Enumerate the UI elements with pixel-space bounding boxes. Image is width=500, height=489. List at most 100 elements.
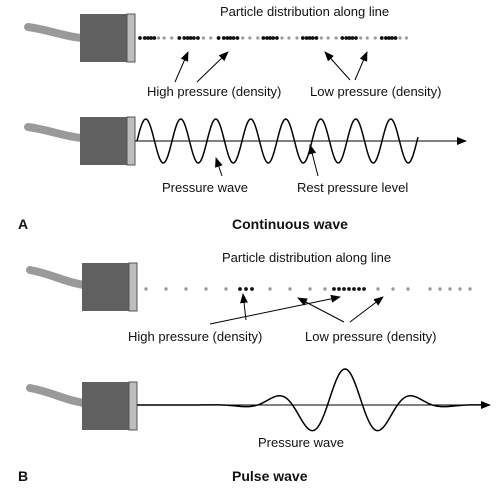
transducer-cable — [24, 23, 86, 42]
transducer-body — [82, 382, 130, 430]
rarefied-particle — [308, 287, 312, 291]
arrow-rest-level — [308, 144, 319, 177]
transducer-face — [126, 116, 136, 166]
compressed-particle — [182, 36, 187, 40]
transducer-b2 — [26, 381, 138, 431]
compressed-particle — [307, 36, 312, 40]
compressed-particle — [347, 287, 351, 291]
compressed-particle — [146, 36, 150, 40]
transducer-cable — [26, 266, 88, 289]
rarefied-particle — [458, 287, 462, 291]
rarefied-particle — [256, 36, 260, 40]
compressed-particle — [314, 36, 319, 40]
compressed-particle — [354, 36, 358, 40]
rarefied-particle — [280, 36, 284, 40]
transducer-face — [128, 262, 138, 312]
compressed-particle — [390, 36, 394, 40]
compressed-particle — [177, 36, 182, 40]
compressed-particle — [337, 287, 341, 291]
particle-distribution-label: Particle distribution along line — [222, 250, 391, 265]
arrow-low-2 — [354, 51, 368, 81]
arrow-high-b — [240, 293, 249, 321]
transducer-a1 — [24, 13, 136, 63]
high-pressure-label: High pressure (density) — [147, 84, 281, 99]
transducer-cable — [24, 123, 86, 142]
particle-row-a — [138, 36, 409, 40]
caption-continuous-wave: Continuous wave — [232, 216, 348, 232]
rarefied-particle — [373, 36, 377, 40]
arrow-low-b3 — [349, 296, 384, 323]
rarefied-particle — [204, 287, 208, 291]
low-pressure-label: Low pressure (density) — [310, 84, 442, 99]
rarefied-particle — [287, 36, 291, 40]
compressed-particle — [332, 287, 336, 291]
compressed-particle — [221, 36, 226, 40]
rarefied-particle — [448, 287, 452, 291]
compressed-particle — [244, 287, 248, 291]
compressed-particle — [362, 287, 366, 291]
arrow-high-2 — [196, 51, 229, 83]
compressed-particle — [265, 36, 269, 40]
rarefied-particle — [164, 287, 168, 291]
rarefied-particle — [376, 287, 380, 291]
rarefied-particle — [359, 36, 363, 40]
compressed-particle — [149, 36, 153, 40]
pressure-wave-label: Pressure wave — [162, 180, 248, 195]
compressed-particle — [152, 36, 157, 40]
rarefied-particle — [438, 287, 442, 291]
panel-letter-b: B — [18, 468, 28, 484]
compressed-particle — [383, 36, 388, 40]
compressed-particle — [387, 36, 391, 40]
transducer-b1 — [26, 262, 138, 312]
rarefied-particle — [468, 287, 472, 291]
compressed-particle — [304, 36, 309, 40]
compressed-particle — [352, 287, 356, 291]
rarefied-particle — [209, 36, 213, 40]
rarefied-particle — [334, 36, 338, 40]
panel-a: Particle distribution along line High pr… — [18, 4, 467, 232]
rarefied-particle — [404, 36, 409, 40]
compressed-particle — [228, 36, 233, 40]
compressed-particle — [357, 287, 361, 291]
compressed-particle — [271, 36, 276, 40]
compressed-particle — [188, 36, 193, 40]
continuous-pressure-wave — [136, 118, 419, 164]
compressed-particle — [192, 36, 196, 40]
particle-row-b — [144, 287, 472, 291]
rarefied-particle — [288, 287, 292, 291]
compressed-particle — [196, 36, 200, 40]
compressed-particle — [268, 36, 272, 40]
compressed-particle — [340, 36, 345, 40]
rest-pressure-label: Rest pressure level — [297, 180, 408, 195]
compressed-particle — [185, 36, 190, 40]
transducer-face — [126, 13, 136, 63]
rarefied-particle — [326, 36, 330, 40]
compressed-particle — [225, 36, 230, 40]
compressed-particle — [342, 287, 346, 291]
transducer-a2 — [24, 116, 136, 166]
rarefied-particle — [162, 36, 166, 40]
compressed-particle — [138, 36, 142, 40]
arrow-high-1 — [174, 51, 189, 83]
compressed-particle — [379, 36, 384, 40]
rarefied-particle — [323, 287, 327, 291]
transducer-cable — [26, 384, 88, 407]
compressed-particle — [216, 36, 221, 40]
rarefied-particle — [241, 36, 245, 40]
transducer-face — [128, 381, 138, 431]
compressed-particle — [235, 36, 240, 40]
rarefied-particle — [295, 36, 299, 40]
arrow-low-b1 — [209, 294, 341, 325]
rarefied-particle — [365, 36, 369, 40]
rarefied-particle — [248, 36, 252, 40]
compressed-particle — [350, 36, 355, 40]
pressure-wave-label: Pressure wave — [258, 435, 344, 450]
rarefied-particle — [224, 287, 228, 291]
particle-distribution-label: Particle distribution along line — [220, 4, 389, 19]
compressed-particle — [142, 36, 147, 40]
compressed-particle — [261, 36, 266, 40]
panel-letter-a: A — [18, 216, 28, 232]
rarefied-particle — [268, 287, 272, 291]
caption-pulse-wave: Pulse wave — [232, 468, 308, 484]
